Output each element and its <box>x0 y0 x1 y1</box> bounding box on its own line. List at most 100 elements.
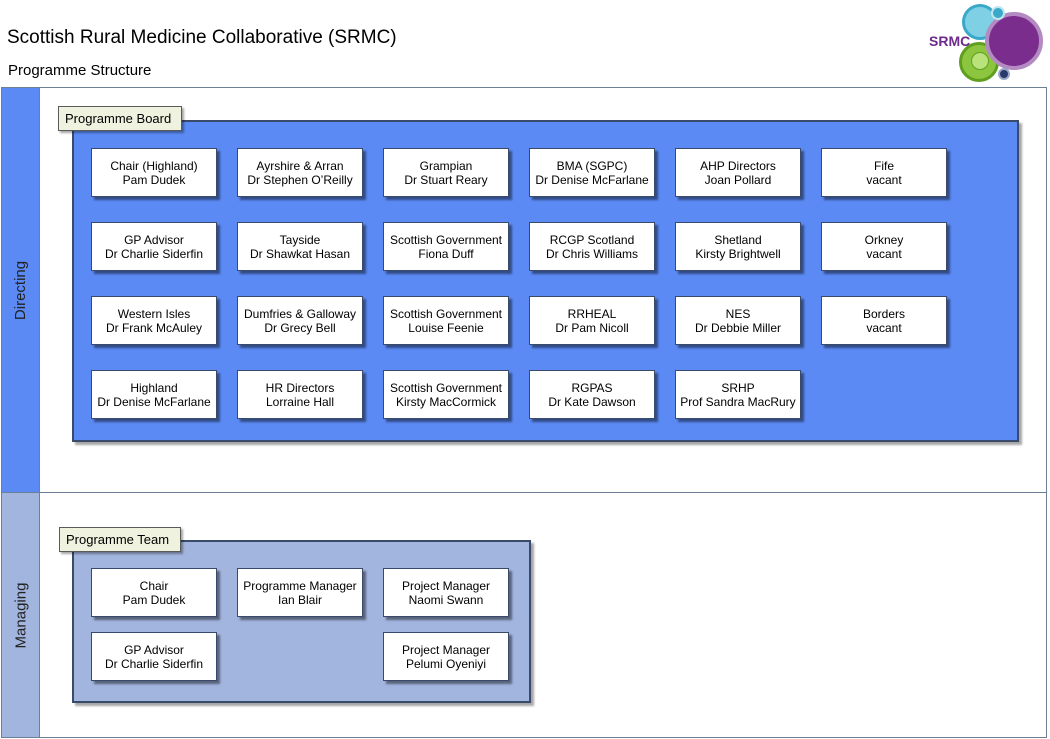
lane-managing: Managing <box>1 492 1047 738</box>
member-name: Kirsty MacCormick <box>395 394 496 409</box>
lane-managing-header: Managing <box>2 493 40 737</box>
board-member-box: BMA (SGPC)Dr Denise McFarlane <box>529 148 655 197</box>
member-name: Joan Pollard <box>704 172 772 187</box>
member-role: BMA (SGPC) <box>556 158 628 173</box>
member-role: Scottish Government <box>389 380 503 395</box>
member-role: Scottish Government <box>389 232 503 247</box>
member-name: Dr Stuart Reary <box>404 172 488 187</box>
lane-managing-label: Managing <box>12 582 30 648</box>
member-role: Chair <box>139 578 169 593</box>
member-name: Lorraine Hall <box>265 394 335 409</box>
lane-directing: Directing <box>1 87 1047 493</box>
member-role: Programme Manager <box>243 578 357 593</box>
logo-text: SRMC <box>929 33 971 49</box>
member-role: GP Advisor <box>124 232 184 247</box>
member-name: vacant <box>866 320 902 335</box>
member-role: Western Isles <box>117 306 191 321</box>
member-role: AHP Directors <box>700 158 776 173</box>
page-title: Scottish Rural Medicine Collaborative (S… <box>7 27 397 48</box>
member-role: Ayrshire & Arran <box>256 158 344 173</box>
member-role: Scottish Government <box>389 306 503 321</box>
member-name: Fiona Duff <box>418 246 474 261</box>
member-name: Dr Shawkat Hasan <box>249 246 351 261</box>
logo-dot-navy <box>998 68 1010 80</box>
member-role: Fife <box>873 158 894 173</box>
member-role: Chair (Highland) <box>110 158 198 173</box>
page-subtitle: Programme Structure <box>8 62 152 79</box>
member-name: vacant <box>866 246 902 261</box>
member-role: Shetland <box>714 232 762 247</box>
member-role: Project Manager <box>401 642 491 657</box>
member-name: Dr Pam Nicoll <box>555 320 629 335</box>
member-role: GP Advisor <box>124 642 184 657</box>
member-name: Dr Denise McFarlane <box>97 394 211 409</box>
member-name: Louise Feenie <box>408 320 484 335</box>
member-name: Prof Sandra MacRury <box>680 394 796 409</box>
member-name: Pelumi Oyeniyi <box>405 656 487 671</box>
member-role: Borders <box>862 306 906 321</box>
member-role: Dumfries & Galloway <box>243 306 357 321</box>
member-role: RRHEAL <box>567 306 617 321</box>
member-name: Dr Charlie Siderfin <box>104 246 204 261</box>
member-role: RGPAS <box>571 380 613 395</box>
srmc-logo: SRMC <box>925 2 1047 84</box>
lane-directing-label: Directing <box>12 260 29 320</box>
logo-dot-blue <box>991 6 1005 20</box>
member-name: Dr Frank McAuley <box>105 320 203 335</box>
member-name: Pam Dudek <box>122 172 186 187</box>
member-name: Ian Blair <box>277 592 323 607</box>
member-name: vacant <box>866 172 902 187</box>
member-role: SRHP <box>721 380 755 395</box>
member-name: Dr Kate Dawson <box>548 394 636 409</box>
member-role: Tayside <box>279 232 321 247</box>
member-name: Naomi Swann <box>408 592 484 607</box>
member-role: HR Directors <box>265 380 335 395</box>
member-role: Grampian <box>419 158 473 173</box>
logo-dot-green <box>971 52 989 70</box>
member-role: Orkney <box>864 232 904 247</box>
member-name: Dr Denise McFarlane <box>535 172 649 187</box>
member-name: Dr Chris Williams <box>546 246 638 261</box>
member-name: Dr Stephen O’Reilly <box>247 172 353 187</box>
member-role: RCGP Scotland <box>549 232 635 247</box>
member-role: NES <box>725 306 751 321</box>
member-role: Project Manager <box>401 578 491 593</box>
logo-circle-purple <box>985 12 1043 70</box>
programme-board-label: Programme Board <box>58 106 182 131</box>
member-name: Kirsty Brightwell <box>695 246 781 261</box>
member-name: Pam Dudek <box>122 592 186 607</box>
lane-directing-header: Directing <box>2 88 40 492</box>
board-member-box: Chair (Highland)Pam Dudek <box>91 148 217 197</box>
programme-team-label: Programme Team <box>59 527 181 552</box>
member-role: Highland <box>130 380 178 395</box>
member-name: Dr Charlie Siderfin <box>104 656 204 671</box>
member-name: Dr Debbie Miller <box>694 320 782 335</box>
member-name: Dr Grecy Bell <box>264 320 336 335</box>
